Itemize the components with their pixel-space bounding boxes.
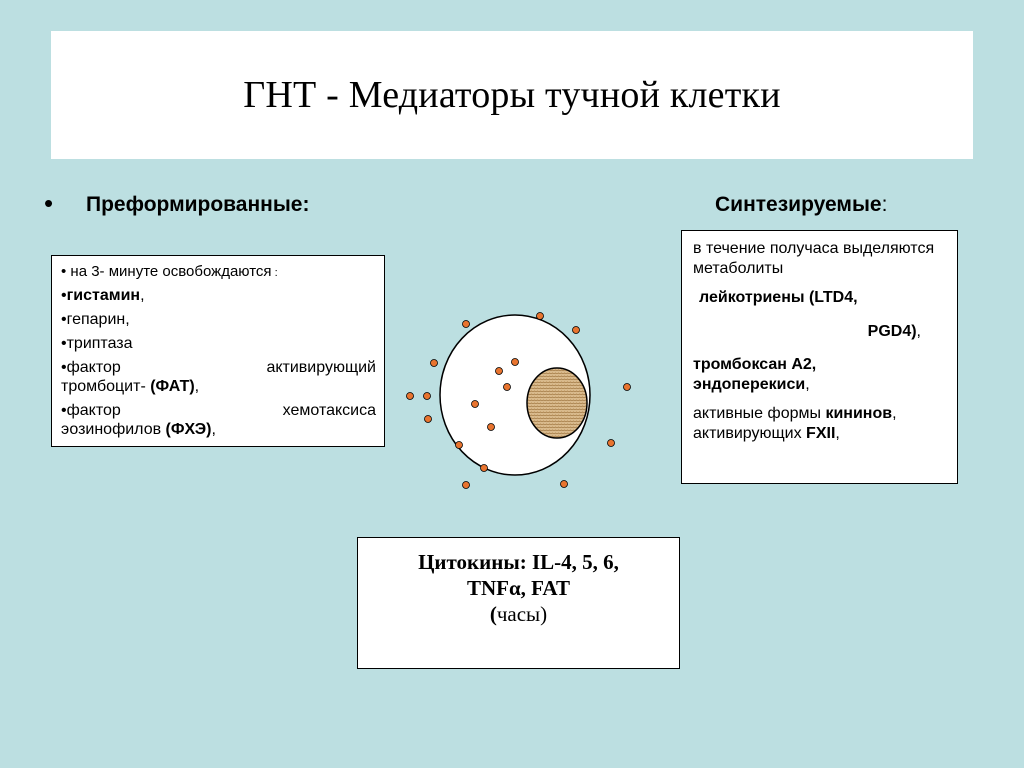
ecf-item: •фактор хемотаксиса эозинофилов (ФХЭ), [61, 401, 376, 439]
cell-nucleus [526, 367, 588, 439]
granule [406, 392, 414, 400]
granule [511, 358, 519, 366]
kinins-comma: , [892, 405, 897, 422]
cytokines-line-3: (часы) [358, 601, 679, 627]
ecf-word-3: эозинофилов [61, 421, 166, 438]
cytokines-hours: часы) [496, 602, 548, 626]
pgd4-label: PGD4) [867, 323, 917, 340]
thromboxane: тромбоксан А2, [693, 356, 817, 373]
mast-cell-diagram [406, 312, 631, 489]
paf-word-3: тромбоцит- [61, 378, 151, 395]
title-box: ГНТ - Медиаторы тучной клетки [51, 31, 973, 159]
cytokines-paren: ( [489, 602, 497, 626]
heparin-item: •гепарин, [61, 311, 130, 328]
granule [423, 392, 431, 400]
cytokines-line-2: TNFα, FAT [466, 576, 571, 600]
granule [480, 464, 488, 472]
tryptase-item: •триптаза [61, 335, 133, 352]
pgd4: PGD4), [693, 322, 949, 342]
heading-bullet: • [44, 188, 54, 218]
cytokines-box: Цитокины: IL-4, 5, 6, TNFα, FAT (часы) [357, 537, 680, 669]
kinins: кининов [825, 405, 893, 422]
ecf-line-1: •фактор хемотаксиса [61, 401, 376, 420]
synthesized-mediators-box: в течение получаса выделяются метаболиты… [681, 230, 958, 484]
granule [455, 441, 463, 449]
endoperoxides-comma: , [805, 376, 810, 393]
fxii: FXII [806, 425, 836, 442]
paf-line-1: •фактор активирующий [61, 358, 376, 377]
synthesized-heading: Синтезируемые: [715, 193, 887, 217]
ecf-comma: , [211, 421, 216, 438]
granule [503, 383, 511, 391]
granule [462, 320, 470, 328]
ecf-abbreviation: (ФХЭ) [165, 421, 212, 438]
preformed-mediators-box: • на 3- минуте освобождаются : •гистамин… [51, 255, 385, 447]
granule [560, 480, 568, 488]
synthesized-heading-colon: : [881, 193, 888, 216]
paf-comma: , [194, 378, 200, 395]
leukotrienes: лейкотриены (LTD4, [699, 289, 858, 306]
release-time-text: • на 3- минуте освобождаются [61, 263, 272, 280]
granule [487, 423, 495, 431]
fxii-prefix: активирующих [693, 425, 807, 442]
granule [471, 400, 479, 408]
paf-item: •фактор активирующий тромбоцит- (ФАТ), [61, 358, 376, 396]
granule [607, 439, 615, 447]
histamine-item: •гистамин, [61, 286, 376, 305]
granule [462, 481, 470, 489]
kinins-group: активные формы кининов, активирующих FXI… [693, 404, 949, 444]
histamine-comma: , [140, 287, 145, 304]
release-time-colon: : [271, 267, 278, 279]
ecf-word-1: •фактор [61, 402, 121, 419]
paf-word-2: активирующий [266, 359, 376, 376]
cytokines-line-1: Цитокины: IL-4, 5, 6, [418, 550, 619, 574]
pgd4-comma: , [916, 323, 921, 340]
granule [623, 383, 631, 391]
kinins-prefix: активные формы [693, 405, 826, 422]
preformed-heading: Преформированные: [86, 193, 310, 216]
granule [495, 367, 503, 375]
slide-title: ГНТ - Медиаторы тучной клетки [243, 74, 781, 116]
ecf-line-2: эозинофилов (ФХЭ), [61, 420, 376, 439]
ecf-word-2: хемотаксиса [282, 402, 376, 419]
granules [406, 312, 631, 489]
paf-word-1: •фактор [61, 359, 121, 376]
granule [536, 312, 544, 320]
histamine-bullet: • [61, 287, 67, 304]
release-time-item: • на 3- минуте освобождаются : [61, 262, 376, 283]
synthesis-intro: в течение получаса выделяются метаболиты [693, 240, 935, 277]
synthesized-heading-text: Синтезируемые [715, 193, 882, 216]
fxii-comma: , [835, 425, 840, 442]
endoperoxides: эндоперекиси [693, 376, 806, 393]
histamine-label: гистамин [66, 287, 141, 304]
thromboxane-group: тромбоксан А2, эндоперекиси, [693, 355, 949, 395]
paf-line-2: тромбоцит- (ФАТ), [61, 377, 376, 396]
granule [572, 326, 580, 334]
granule [424, 415, 432, 423]
granule [430, 359, 438, 367]
paf-abbreviation: (ФАТ) [150, 378, 195, 395]
